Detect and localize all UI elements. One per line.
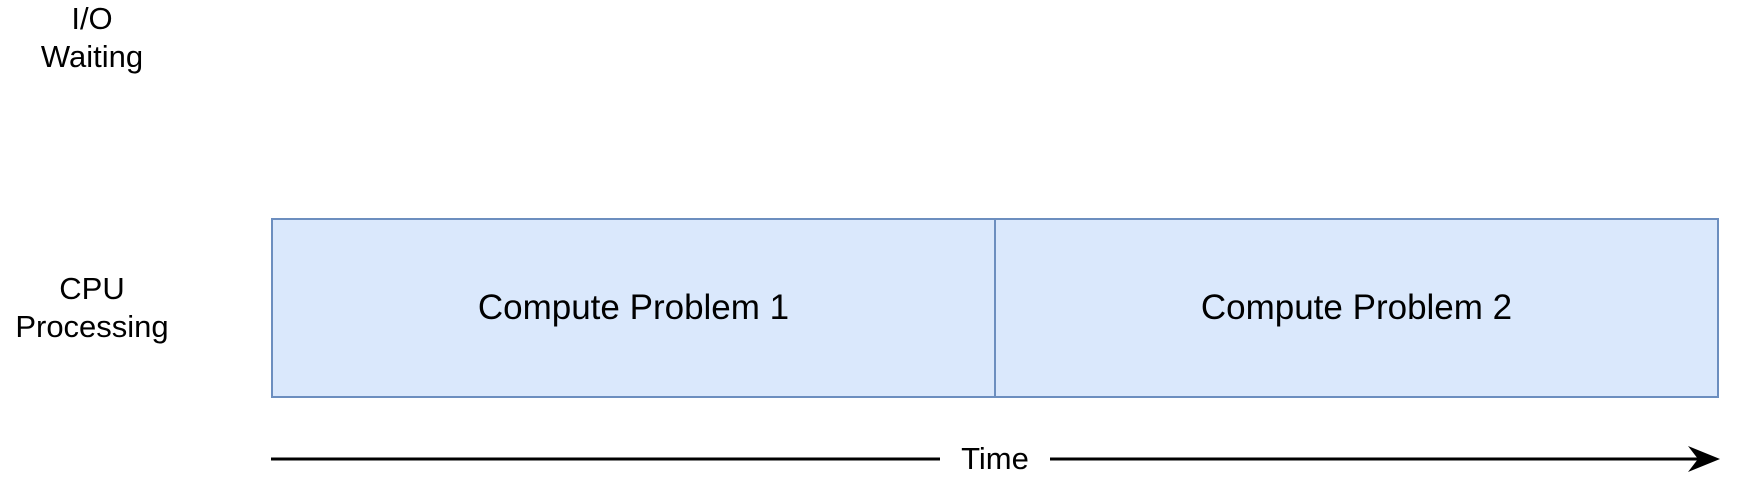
- compute-problem-2-label: Compute Problem 2: [1200, 288, 1513, 327]
- compute-problem-2-block: Compute Problem 2: [994, 218, 1719, 398]
- compute-problem-1-block: Compute Problem 1: [271, 218, 996, 398]
- time-axis-arrowhead: [1688, 446, 1720, 472]
- cpu-processing-line-1: CPU: [59, 271, 125, 306]
- io-waiting-line-1: I/O: [71, 1, 113, 36]
- cpu-processing-lane-label: CPU Processing: [0, 270, 184, 346]
- io-waiting-line-2: Waiting: [40, 39, 144, 74]
- time-axis-label: Time: [940, 440, 1050, 478]
- compute-problem-1-label: Compute Problem 1: [477, 288, 790, 327]
- io-waiting-lane-label: I/O Waiting: [0, 0, 184, 76]
- cpu-processing-line-2: Processing: [15, 309, 169, 344]
